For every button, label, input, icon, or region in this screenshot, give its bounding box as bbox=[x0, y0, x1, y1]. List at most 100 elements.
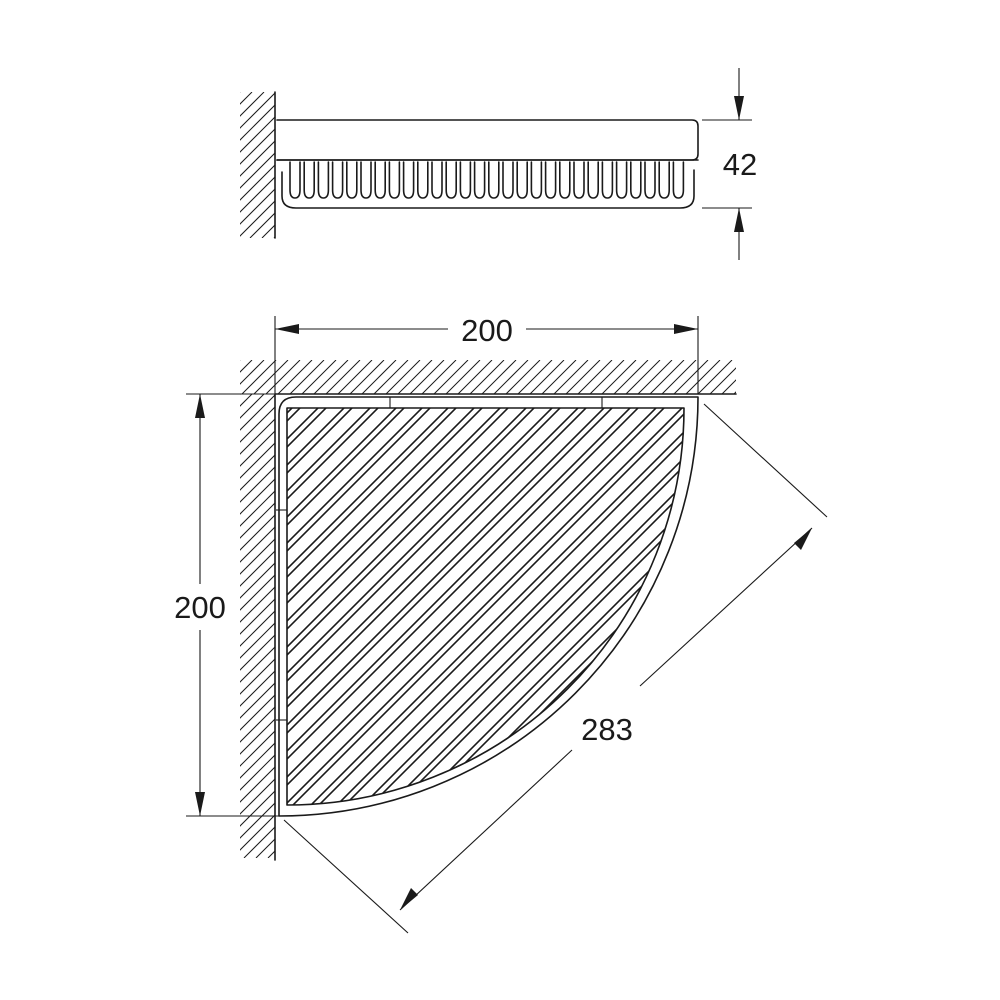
wall-hatch-line bbox=[697, 360, 733, 394]
wall-hatch-line bbox=[661, 360, 697, 394]
basket-wire-loop bbox=[544, 161, 557, 199]
tray-wire bbox=[295, 408, 684, 805]
basket-wire-loop bbox=[630, 161, 642, 199]
side-view-basket-bottom bbox=[281, 169, 695, 209]
basket-wire-loop bbox=[331, 161, 344, 199]
basket-wire-loop bbox=[289, 161, 301, 199]
wall-hatch-line bbox=[240, 454, 275, 491]
basket-wire-loop bbox=[445, 161, 457, 199]
basket-wire-loop bbox=[417, 161, 429, 199]
tray-wire bbox=[287, 408, 413, 805]
wall-hatch-line bbox=[253, 360, 289, 394]
tray-wire bbox=[615, 408, 684, 805]
tray-wire bbox=[287, 408, 639, 805]
wall-hatch-line bbox=[240, 394, 275, 431]
tray-wire bbox=[399, 408, 684, 805]
basket-wire-loop bbox=[530, 161, 543, 199]
basket-wire-loop bbox=[388, 161, 401, 199]
basket-wire-loop bbox=[615, 161, 628, 199]
wall-hatch-line bbox=[249, 212, 275, 238]
top-view-top-wall-hatch bbox=[240, 360, 736, 394]
basket-wire-loop bbox=[658, 161, 670, 199]
wall-hatch-line bbox=[469, 360, 505, 394]
wall-hatch-line bbox=[313, 360, 349, 394]
wall-hatch-line bbox=[385, 360, 421, 394]
wall-hatch-line bbox=[589, 360, 625, 394]
depth-label: 200 bbox=[174, 590, 226, 625]
wall-hatch-line bbox=[601, 360, 637, 394]
height-arrow-top bbox=[734, 96, 744, 120]
tray-wire bbox=[287, 408, 684, 805]
wall-hatch-line bbox=[240, 526, 275, 563]
wall-hatch-line bbox=[373, 360, 409, 394]
wall-hatch-line bbox=[240, 538, 275, 575]
basket-wire-loop bbox=[317, 161, 330, 199]
wall-hatch-line bbox=[553, 360, 589, 394]
tray-wire bbox=[287, 408, 335, 805]
tray-wire bbox=[287, 408, 647, 805]
wall-hatch-line bbox=[481, 360, 517, 394]
wall-hatch-line bbox=[240, 394, 265, 419]
wall-hatch-line bbox=[240, 200, 275, 237]
wall-hatch-line bbox=[325, 360, 361, 394]
tray-wire bbox=[287, 408, 595, 805]
wall-hatch-line bbox=[265, 360, 301, 394]
tray-wire bbox=[581, 408, 684, 805]
wall-hatch-line bbox=[240, 152, 275, 189]
tray-outer-outline bbox=[278, 396, 699, 817]
wall-hatch-line bbox=[240, 766, 275, 803]
tray-wire bbox=[287, 408, 309, 805]
basket-wire-loop bbox=[431, 161, 443, 199]
wall-hatch-line bbox=[240, 104, 275, 141]
wall-hatch-line bbox=[445, 360, 481, 394]
wall-hatch-line bbox=[240, 682, 275, 719]
basket-wire-loop bbox=[587, 161, 599, 199]
tray-wire bbox=[287, 408, 613, 805]
wall-hatch-line bbox=[673, 360, 709, 394]
width-label: 200 bbox=[461, 313, 513, 348]
basket-wire-loop bbox=[374, 161, 386, 199]
tray-wire bbox=[287, 408, 327, 805]
wall-hatch-line bbox=[240, 442, 275, 479]
wall-hatch-line bbox=[240, 394, 253, 407]
wall-hatch-line bbox=[240, 92, 241, 93]
wall-hatch-line bbox=[493, 360, 529, 394]
wall-hatch-line bbox=[613, 360, 649, 394]
width-arrow-right bbox=[674, 324, 698, 334]
basket-wire-loop bbox=[459, 161, 472, 199]
tray-wire bbox=[321, 408, 684, 805]
wall-hatch-line bbox=[240, 140, 275, 177]
height-dimension: 42 bbox=[702, 68, 757, 260]
tray-wire bbox=[287, 408, 587, 805]
wall-hatch-line bbox=[637, 360, 673, 394]
tray-wire bbox=[607, 408, 684, 805]
basket-wire-loop bbox=[303, 161, 315, 199]
height-arrow-bottom bbox=[734, 208, 744, 232]
wall-hatch-line bbox=[565, 360, 601, 394]
tray-wire bbox=[287, 408, 387, 805]
tray-wire bbox=[287, 408, 684, 805]
wall-hatch-line bbox=[240, 562, 275, 599]
wall-hatch-line bbox=[529, 360, 565, 394]
tray-wire bbox=[287, 408, 543, 805]
tray-wire bbox=[287, 408, 535, 805]
height-label: 42 bbox=[723, 147, 757, 182]
tray-wire bbox=[287, 408, 621, 805]
width-arrow-left bbox=[275, 324, 299, 334]
wall-hatch-line bbox=[255, 838, 275, 858]
wall-hatch-line bbox=[240, 92, 265, 117]
basket-wire-loop bbox=[516, 161, 528, 199]
tray-wire bbox=[667, 408, 684, 805]
diagonal-arrow-upper bbox=[794, 528, 812, 550]
basket-wire-loop bbox=[473, 161, 486, 199]
side-view bbox=[240, 91, 699, 239]
tray-wire bbox=[373, 408, 684, 805]
wall-hatch-line bbox=[349, 360, 385, 394]
wall-hatch-line bbox=[240, 394, 241, 395]
basket-wire-loop bbox=[402, 161, 415, 199]
tray-wire bbox=[633, 408, 684, 805]
tray-wire bbox=[287, 408, 483, 805]
tray-wire bbox=[287, 408, 673, 805]
wall-hatch-line bbox=[240, 778, 275, 815]
